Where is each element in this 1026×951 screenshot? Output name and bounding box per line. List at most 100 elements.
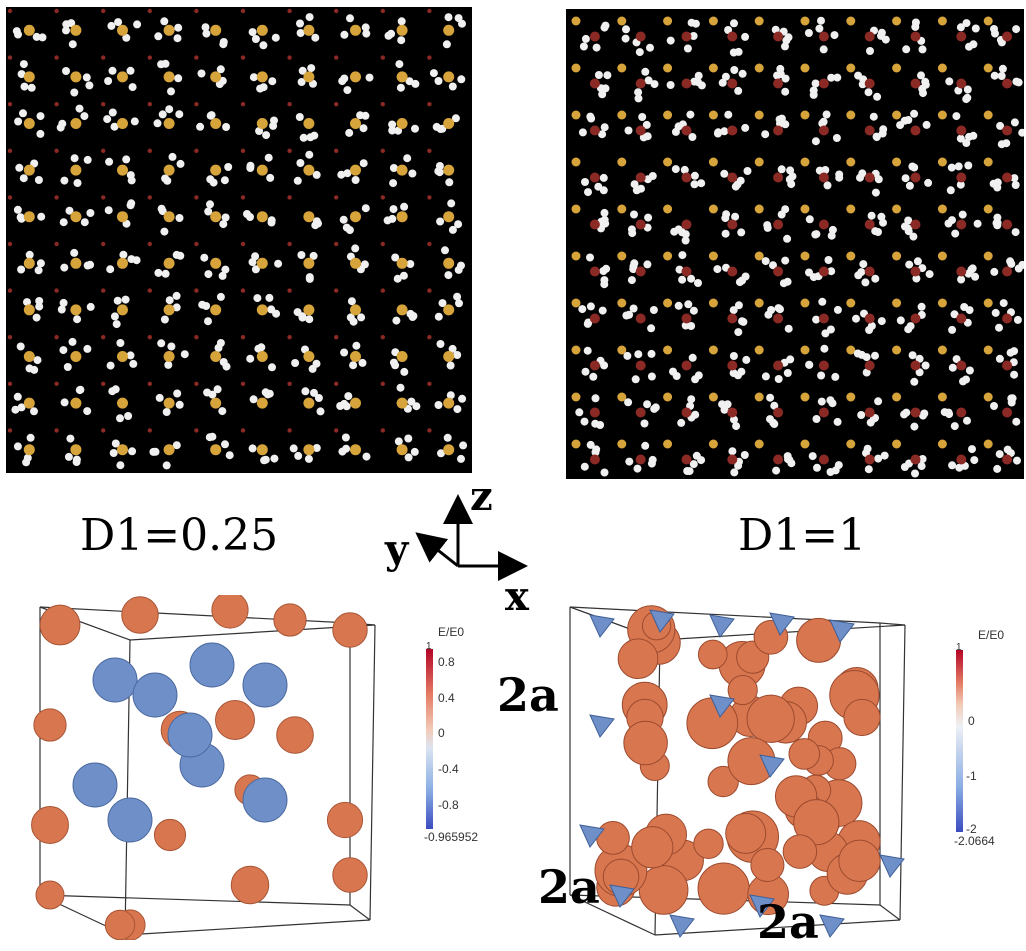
hydrogen-atom: [629, 304, 638, 313]
hydrogen-atom: [918, 455, 927, 463]
red-atom: [287, 428, 292, 433]
hydrogen-atom: [167, 87, 175, 96]
gold-atom: [70, 118, 82, 129]
hydrogen-atom: [586, 112, 595, 121]
hydrogen-atom: [823, 181, 832, 190]
hydrogen-atom: [75, 386, 84, 395]
red-atom: [334, 148, 339, 153]
hydrogen-atom: [448, 82, 457, 91]
red-atom: [287, 241, 292, 247]
gold-atom: [937, 251, 947, 261]
red-atom: [101, 288, 106, 293]
red-atom: [864, 172, 875, 183]
hydrogen-atom: [918, 45, 927, 54]
gold-atom: [303, 397, 315, 409]
hydrogen-atom: [336, 402, 345, 410]
hydrogen-atom: [361, 23, 370, 32]
red-atom: [589, 31, 600, 42]
hydrogen-atom: [122, 33, 131, 42]
hydrogen-atom: [36, 129, 45, 138]
hydrogen-atom: [962, 95, 971, 104]
gold-atom: [23, 444, 35, 456]
hydrogen-atom: [650, 80, 659, 89]
hydrogen-atom: [921, 77, 930, 86]
hydrogen-atom: [68, 337, 77, 346]
hydrogen-atom: [671, 165, 680, 174]
hydrogen-atom: [720, 169, 729, 178]
hydrogen-atom: [172, 291, 181, 300]
hydrogen-atom: [160, 227, 169, 236]
atom-lattice-left: [7, 8, 468, 470]
atomic-snapshot-d1-025: [6, 7, 472, 473]
red-atom: [910, 219, 921, 230]
hydrogen-atom: [365, 73, 374, 82]
red-atom: [101, 55, 106, 60]
gold-atom: [23, 24, 35, 36]
hydrogen-atom: [956, 180, 965, 189]
hydrogen-atom: [161, 174, 170, 183]
hydrogen-atom: [294, 451, 303, 460]
hydrogen-atom: [728, 447, 737, 456]
hydrogen-atom: [911, 469, 919, 478]
colorbar-right-gradient: [956, 650, 963, 832]
hydrogen-atom: [991, 308, 1000, 317]
red-atom: [427, 381, 432, 386]
hydrogen-atom: [857, 411, 866, 419]
red-atom: [54, 428, 59, 433]
hydrogen-atom: [167, 342, 176, 351]
hydrogen-atom: [400, 367, 409, 376]
colorbar-right: E/E0 1 0 -1 -2 -2.0664: [952, 628, 1024, 858]
red-atom: [240, 241, 246, 247]
hydrogen-atom: [200, 253, 209, 262]
hydrogen-atom: [105, 157, 114, 166]
hydrogen-atom: [738, 317, 746, 326]
hydrogen-atom: [714, 128, 723, 137]
hydrogen-atom: [946, 186, 955, 195]
hydrogen-atom: [678, 228, 687, 237]
gold-atom: [396, 71, 408, 83]
red-atom: [334, 288, 339, 293]
hydrogen-atom: [32, 32, 41, 41]
red-atom: [1002, 266, 1013, 277]
hydrogen-atom: [305, 13, 314, 22]
hydrogen-atom: [879, 125, 888, 134]
hydrogen-atom: [387, 29, 396, 38]
hydrogen-atom: [453, 405, 462, 414]
hydrogen-atom: [408, 169, 417, 178]
gold-atom: [892, 63, 902, 73]
hydrogen-atom: [921, 361, 930, 370]
red-atom: [54, 241, 59, 247]
hydrogen-atom: [296, 29, 305, 37]
red-atom: [681, 266, 692, 277]
hydrogen-atom: [271, 33, 280, 42]
orange-isosurface: [788, 738, 821, 770]
blue-isosurface: [167, 712, 213, 758]
hydrogen-atom: [666, 36, 675, 45]
gold-atom: [70, 304, 82, 316]
red-atom: [147, 55, 152, 60]
hydrogen-atom: [630, 210, 638, 219]
gold-atom: [256, 164, 268, 176]
gold-atom: [350, 211, 361, 223]
red-atom: [681, 31, 692, 42]
red-atom: [54, 195, 59, 200]
red-atom: [147, 148, 152, 153]
gold-atom: [983, 110, 993, 120]
red-atom: [1002, 78, 1013, 89]
cube-edge: [899, 624, 906, 921]
hydrogen-atom: [175, 110, 184, 119]
hydrogen-atom: [444, 271, 453, 280]
hydrogen-atom: [638, 113, 647, 121]
hydrogen-atom: [697, 81, 706, 90]
gold-atom: [571, 16, 581, 26]
gold-atom: [443, 211, 455, 223]
hydrogen-atom: [157, 339, 166, 348]
red-atom: [635, 454, 646, 465]
red-atom: [101, 241, 106, 247]
hydrogen-atom: [635, 48, 644, 57]
hydrogen-atom: [761, 257, 770, 266]
orange-isosurface: [153, 818, 187, 852]
hydrogen-atom: [777, 210, 786, 219]
red-atom: [380, 335, 385, 340]
hydrogen-atom: [447, 199, 456, 208]
